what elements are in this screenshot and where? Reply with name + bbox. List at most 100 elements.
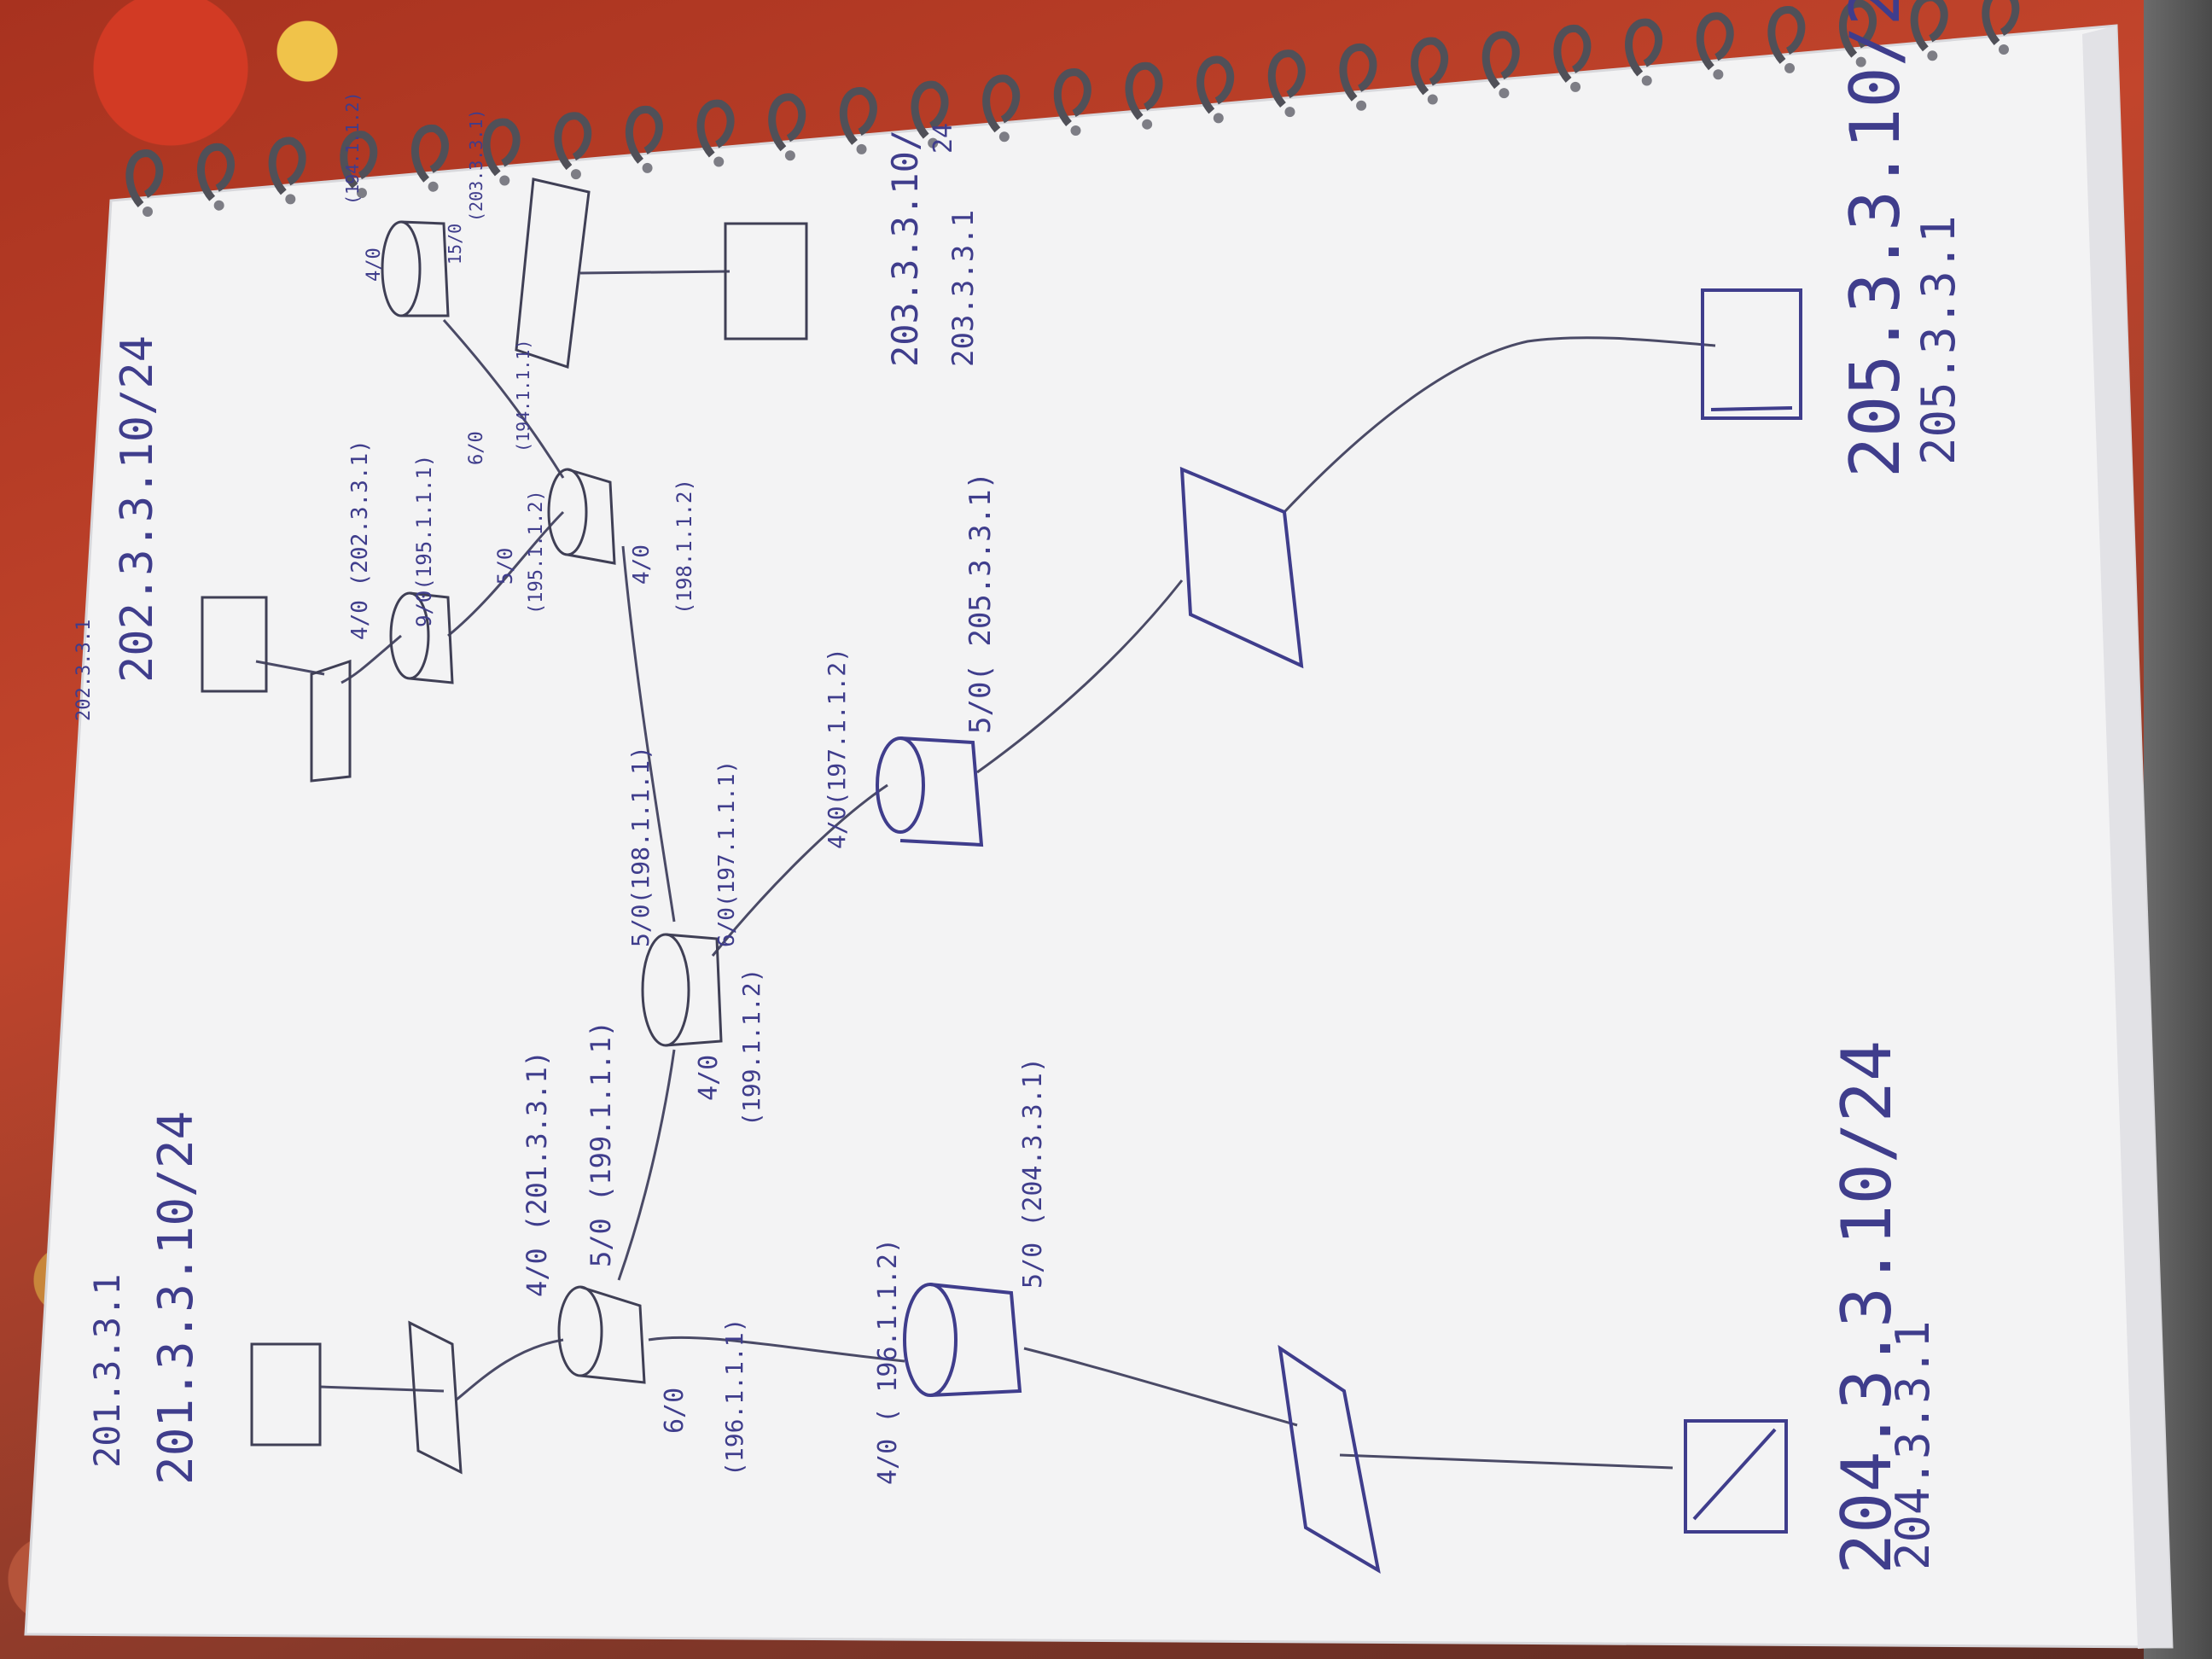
binding-hole (1927, 50, 1938, 61)
switch-parallelogram-icon (1278, 1344, 1381, 1574)
spiral-coil (625, 106, 663, 164)
interface-label: 6/0 (660, 1388, 690, 1434)
subnet-network-label: 205.3.3.10/2 (1836, 0, 1915, 478)
spiral-coil (410, 125, 449, 183)
pc-icon (250, 1342, 322, 1447)
wire-router2-router6 (711, 783, 888, 957)
binding-hole (642, 162, 653, 173)
binding-hole (356, 188, 367, 199)
interface-label: (194.1.1.2) (342, 92, 363, 205)
interface-label: (196.1.1.1) (720, 1318, 748, 1476)
spiral-coil (1411, 37, 1449, 96)
interface-label: (194.1.1.1) (513, 340, 533, 452)
binding-hole (570, 169, 581, 180)
interface-label: (198.1.1.2) (672, 479, 696, 614)
binding-hole (784, 150, 795, 161)
subnet-network-label: 202.3.3.10/24 (112, 335, 163, 683)
interface-label: 5/0(198.1.1.1) (626, 746, 655, 947)
wire-switch7-pc7 (1339, 1453, 1674, 1470)
subnet-gateway-label: 205.3.3.1 (1912, 215, 1965, 465)
spiral-coil (1982, 0, 2020, 45)
spiral-coil (768, 93, 806, 152)
router-cylinder-icon (557, 1285, 646, 1384)
subnet-network-label: 203.3.3.10/ (884, 130, 926, 367)
pc-screen-glare (1692, 1428, 1777, 1521)
interface-label: 4/0 (629, 544, 655, 585)
spiral-coil (196, 143, 235, 201)
interface-label: (195.1.1.2) (526, 490, 547, 614)
binding-hole (856, 143, 867, 154)
wire-switch1-router1 (456, 1338, 564, 1401)
interface-label: 5/0 (493, 548, 517, 585)
interface-label: (199.1.1.2) (737, 969, 765, 1126)
interface-label: 4/0 ( 196.1.1.2) (873, 1238, 903, 1485)
binding-hole (213, 200, 224, 211)
wire-router4-router5 (442, 319, 565, 479)
subnet-gateway-label: 204.3.3.1 (1886, 1320, 1940, 1570)
interface-label: 6/0(197.1.1.1) (714, 760, 740, 947)
binding-hole (1427, 94, 1438, 105)
spiral-coil (982, 74, 1021, 133)
interface-label: 4/0 (202.3.3.1) (347, 439, 373, 640)
spiral-coil (1553, 25, 1592, 83)
spiral-coil (554, 112, 592, 171)
spiral-coil (1481, 31, 1520, 90)
binding-hole (1570, 81, 1581, 92)
interface-label: 4/0(197.1.1.2) (823, 648, 851, 849)
subnet-gateway-label: 202.3.3.1 (73, 620, 95, 721)
spiral-coil (1625, 18, 1663, 77)
spiral-coil (1839, 0, 1877, 58)
binding-hole (1784, 62, 1796, 73)
pc-icon (201, 596, 268, 693)
wire-router1-router7 (648, 1336, 905, 1363)
pc-icon (1701, 288, 1802, 420)
paper-shadow (2082, 26, 2172, 1649)
spiral-coil (1196, 55, 1235, 114)
subnet-network-label: 24 (928, 123, 958, 154)
wire-router2-router4 (621, 545, 676, 923)
spiral-coil (839, 87, 877, 145)
spiral-coil (340, 131, 378, 189)
binding-hole (499, 175, 510, 186)
router-cylinder-icon (389, 591, 454, 684)
binding-hole (1499, 88, 1510, 99)
wire-router7-switch7 (1023, 1347, 1298, 1427)
router-cylinder-icon (547, 468, 616, 565)
binding-hole (928, 137, 939, 148)
spiral-coil (911, 80, 949, 139)
wire-switch5-pc5 (579, 270, 731, 275)
wire-pc1-switch1 (319, 1385, 445, 1393)
switch-parallelogram-icon (310, 659, 352, 783)
interface-label: 15/0 (445, 224, 465, 265)
interface-label: 4/0 (201.3.3.1) (521, 1051, 553, 1297)
spiral-coil (1767, 6, 1806, 64)
spiral-coil (1053, 68, 1091, 126)
spiral-coil (268, 137, 306, 195)
spiral-coil (1267, 49, 1306, 108)
binding-hole (1142, 119, 1153, 130)
binding-hole (1356, 100, 1367, 111)
router-cylinder-icon (876, 736, 984, 847)
binding-hole (1855, 56, 1866, 67)
binding-hole (1213, 113, 1224, 124)
subnet-network-label: 204.3.3.10/24 (1827, 1040, 1906, 1575)
wire-router3-switch3 (341, 634, 402, 684)
interface-label: 6/0 (466, 431, 487, 465)
spiral-binding-icon (125, 0, 2020, 217)
subnet-gateway-label: 201.3.3.1 (86, 1273, 128, 1468)
interface-label: 4/0 (364, 247, 385, 282)
wires (255, 270, 1716, 1470)
spiral-coil (1125, 61, 1163, 120)
interface-label: 9/0(195.1.1.1) (412, 455, 436, 627)
spiral-coil (1910, 0, 1948, 52)
wire-router1-router2 (617, 1049, 676, 1281)
spiral-coil (1696, 12, 1734, 71)
interface-label: 4/0 (694, 1055, 724, 1101)
switch-parallelogram-icon (408, 1320, 463, 1475)
interface-label: 5/0 (199.1.1.1) (585, 1021, 617, 1267)
binding-hole (1070, 125, 1081, 136)
router-cylinder-icon (641, 933, 723, 1047)
pc-stand (1710, 406, 1793, 411)
